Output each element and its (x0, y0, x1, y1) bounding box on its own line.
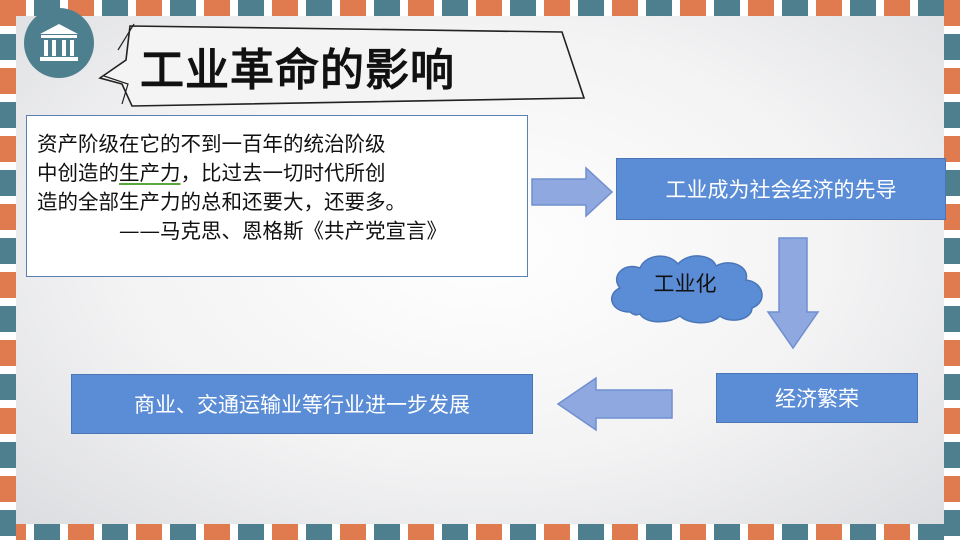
quote-line-2: 中创造的生产力，比过去一切时代所创 (37, 159, 517, 188)
arrow-left-icon (556, 376, 673, 432)
title-paper-strip (98, 23, 586, 107)
quote-source: ——马克思、恩格斯《共产党宣言》 (119, 219, 447, 243)
left-border-stripe (0, 0, 16, 540)
prosperity-box: 经济繁荣 (716, 373, 918, 423)
development-box: 商业、交通运输业等行业进一步发展 (71, 374, 533, 434)
bottom-border-stripe (0, 524, 960, 540)
page-title: 工业革命的影响 (140, 45, 455, 96)
classical-building-icon (40, 24, 78, 61)
quote-line-1: 资产阶级在它的不到一百年的统治阶级 (37, 132, 386, 156)
arrow-right-icon (531, 166, 614, 218)
quote-box: 资产阶级在它的不到一百年的统治阶级 中创造的生产力，比过去一切时代所创 造的全部… (26, 115, 528, 277)
industrialization-cloud (610, 255, 763, 324)
top-border-stripe (0, 0, 960, 16)
quote-line-2-before: 中创造的 (37, 161, 119, 185)
quote-line-2-after: ，比过去一切时代所创 (180, 161, 386, 185)
emblem (24, 8, 94, 78)
pioneer-box: 工业成为社会经济的先导 (616, 158, 946, 220)
quote-line-3: 造的全部生产力的总和还要大，还要多。 (37, 190, 406, 214)
industrialization-label: 工业化 (653, 272, 717, 296)
right-border-stripe (944, 0, 960, 540)
quote-underlined-term: 生产力 (119, 161, 181, 185)
arrow-down-icon (766, 237, 820, 350)
